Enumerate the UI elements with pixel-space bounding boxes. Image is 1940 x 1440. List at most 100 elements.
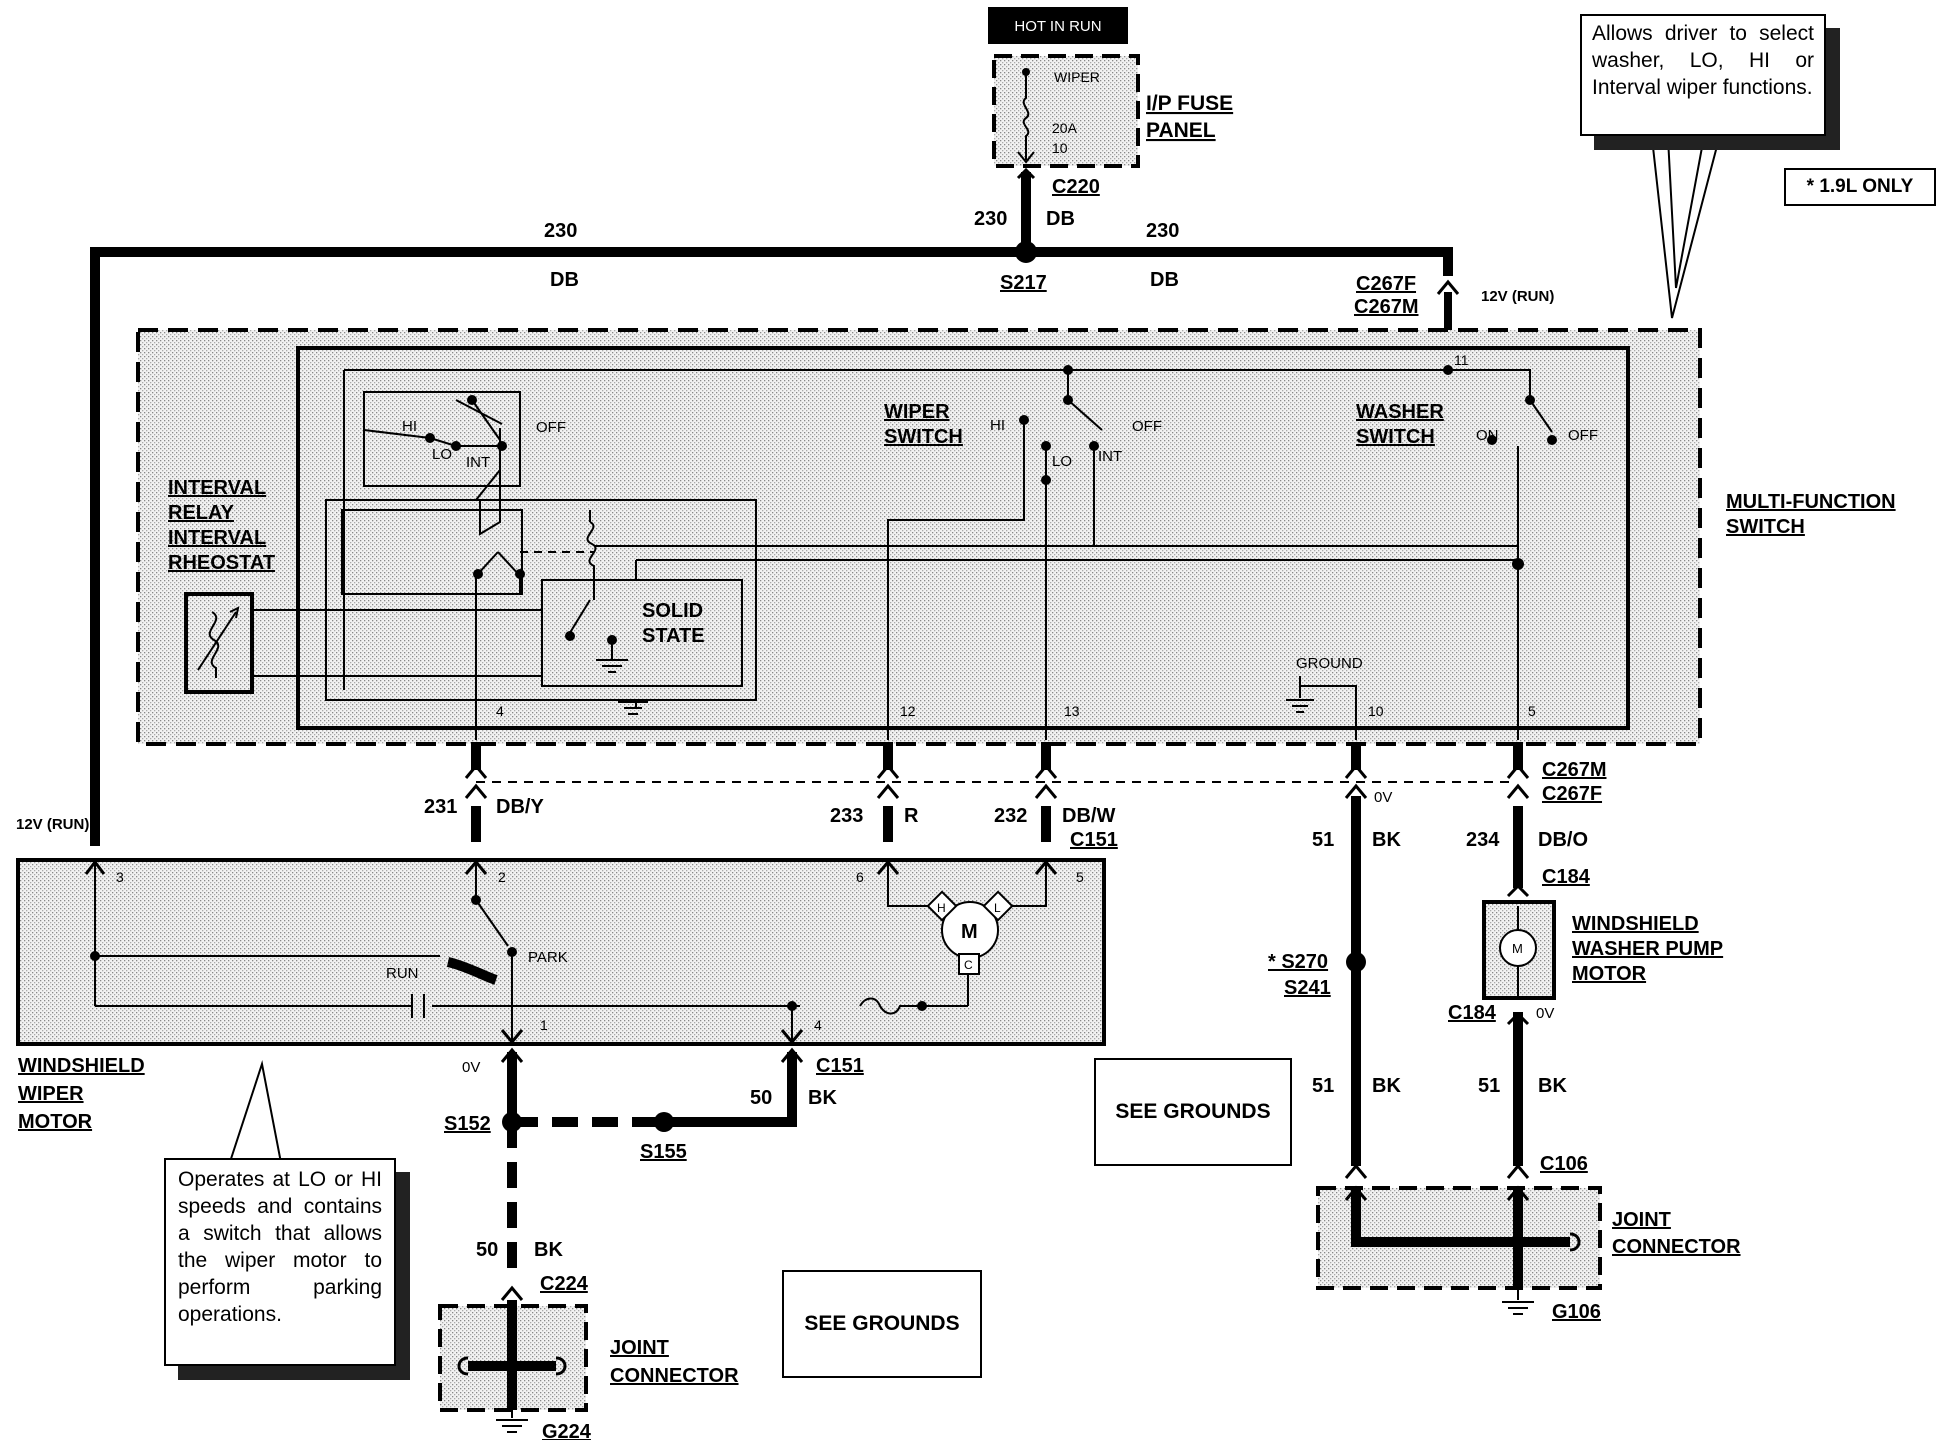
- wire-230-bus: [90, 247, 1453, 846]
- interval-relay-label-1: INTERVAL: [168, 477, 266, 499]
- solid-state-ground: [596, 659, 648, 715]
- wire-230-left-color: DB: [550, 269, 579, 291]
- wiper-motor-callout-pointer: [226, 1060, 284, 1169]
- run-label: RUN: [386, 965, 419, 982]
- s152-splice: [502, 1112, 522, 1132]
- fuse-symbol: [1022, 70, 1030, 160]
- solid-state-label-1: SOLID: [642, 600, 703, 622]
- motor-pin-6: 6: [856, 869, 864, 885]
- wiper-motor-housing: [16, 858, 1106, 1046]
- wiper-ground-wires: [507, 1052, 797, 1127]
- s270-splice: [1346, 952, 1366, 972]
- wire-230-center-color: DB: [1046, 208, 1075, 230]
- c267-top-connector-symbol: [1436, 279, 1460, 295]
- c267f-top-label: C267F: [1356, 273, 1416, 295]
- pin-4: 4: [496, 703, 504, 719]
- park-label: PARK: [528, 949, 568, 966]
- c151-chevron-right: [780, 1047, 804, 1063]
- see-grounds-left[interactable]: SEE GROUNDS: [782, 1270, 982, 1378]
- motor-pin-arrows: [84, 859, 1058, 1045]
- washer-pump-label-1: WINDSHIELD: [1572, 913, 1699, 935]
- c267f-lower-label: C267F: [1542, 783, 1602, 805]
- multi-function-callout-pointer: [1650, 103, 1730, 319]
- washer-pump-label-3: MOTOR: [1572, 963, 1647, 985]
- v12-run-switch-label: 12V (RUN): [1481, 288, 1554, 305]
- interval-relay-label-4: RHEOSTAT: [168, 552, 275, 574]
- c224-label: C224: [540, 1273, 589, 1295]
- motor-h-label: H: [937, 901, 946, 915]
- wiper-motor-internal-wiring: [94, 862, 1047, 1040]
- wire-232-number: 232: [994, 805, 1027, 827]
- switch-ground-symbol: [1286, 686, 1314, 713]
- s217-splice: [1015, 241, 1037, 263]
- c151-chevron-left: [500, 1047, 524, 1063]
- wire-231-number: 231: [424, 796, 457, 818]
- washer-switch-label-2: SWITCH: [1356, 426, 1435, 448]
- pin-12: 12: [900, 703, 916, 719]
- pin-11: 11: [1454, 352, 1469, 368]
- wire-233-number: 233: [830, 805, 863, 827]
- motor-pin-3: 3: [116, 869, 124, 885]
- wiper-hi-label: HI: [990, 417, 1005, 434]
- wiper-off-label: OFF: [1132, 418, 1162, 435]
- switch-inner-housing: [296, 346, 1630, 730]
- c220-label: C220: [1052, 176, 1100, 198]
- wire-230-left-number: 230: [544, 220, 577, 242]
- motor-c-label: C: [964, 958, 973, 972]
- joint-left-end-right: [555, 1356, 567, 1376]
- joint-left-end-left: [457, 1356, 469, 1376]
- rheostat-coil: [208, 611, 220, 678]
- motor-pin-1: 1: [540, 1017, 548, 1033]
- joint-left-label-1: JOINT: [610, 1337, 669, 1359]
- c267m-top-label: C267M: [1354, 296, 1418, 318]
- wire-50-lower-number: 50: [476, 1239, 498, 1261]
- joint-right-chevron-left: [1344, 1185, 1368, 1201]
- rheostat-arrow-head: [229, 606, 240, 619]
- wire-50-upper-number: 50: [750, 1087, 772, 1109]
- pin-5: 5: [1528, 703, 1536, 719]
- c184-top-label: C184: [1542, 866, 1591, 888]
- washer-pump-label-2: WASHER PUMP: [1572, 938, 1723, 960]
- motor-pin-4: 4: [814, 1017, 822, 1033]
- s241-label: S241: [1284, 977, 1331, 999]
- s217-label: S217: [1000, 272, 1047, 294]
- wiper-motor-m-label: M: [961, 921, 978, 943]
- motor-l-label: L: [994, 901, 1001, 915]
- motor-pin-2: 2: [498, 869, 506, 885]
- wire-232-color: DB/W: [1062, 805, 1115, 827]
- washer-on-label: ON: [1476, 427, 1499, 444]
- wiper-switch-label-1: WIPER: [884, 401, 950, 423]
- fuse-panel-label-1: I/P FUSE: [1146, 92, 1233, 115]
- wire-51-lower-left-color: BK: [1372, 1075, 1401, 1097]
- fuse-number: 10: [1052, 140, 1068, 156]
- c151-top-label: C151: [1070, 829, 1118, 851]
- connector-chevrons: [464, 763, 1530, 1179]
- wire-51-lower-right-color: BK: [1538, 1075, 1567, 1097]
- washer-off-label: OFF: [1568, 427, 1598, 444]
- joint-connector-left-bus: [468, 1300, 556, 1410]
- wire-51-upper-number: 51: [1312, 829, 1334, 851]
- fuse-panel-box: [992, 54, 1140, 168]
- motor-high-brush: [926, 890, 958, 922]
- joint-right-label-1: JOINT: [1612, 1209, 1671, 1231]
- wiper-motor-label-2: WIPER: [18, 1083, 84, 1105]
- wiper-lo-label: LO: [1052, 453, 1072, 470]
- wiper-motor-label-1: WINDSHIELD: [18, 1055, 145, 1077]
- joint-right-end: [1569, 1232, 1581, 1252]
- v12-run-motor-label: 12V (RUN): [16, 816, 89, 833]
- multi-function-note: Allows driver to select washer, LO, HI o…: [1580, 14, 1826, 136]
- fuse-terminal: [1017, 151, 1035, 164]
- rheostat-wiper-arrow: [197, 611, 237, 671]
- wire-51-lower-left-number: 51: [1312, 1075, 1334, 1097]
- interval-rheostat: [184, 592, 254, 694]
- joint-right-label-2: CONNECTOR: [1612, 1236, 1741, 1258]
- c220-connector-symbol: [1016, 167, 1036, 180]
- interval-relay-label-2: RELAY: [168, 502, 235, 524]
- see-grounds-right[interactable]: SEE GROUNDS: [1094, 1058, 1292, 1166]
- joint-connector-right-bus: [1351, 1186, 1570, 1288]
- wiper-motor-note: Operates at LO or HI speeds and contains…: [164, 1158, 396, 1366]
- park-switch-arm: [446, 957, 498, 985]
- wire-234-number: 234: [1466, 829, 1500, 851]
- wire-234-color: DB/O: [1538, 829, 1588, 851]
